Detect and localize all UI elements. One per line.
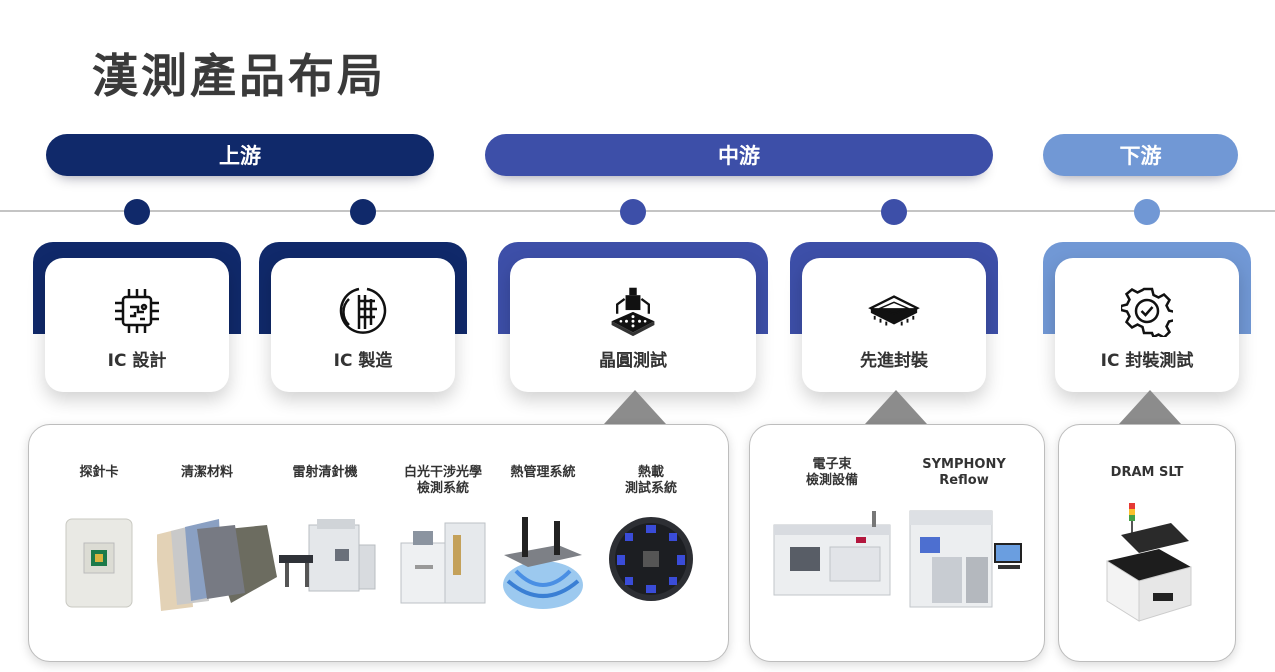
timeline-dot: [350, 199, 376, 225]
timeline-dot: [1134, 199, 1160, 225]
stage-downstream: 下游: [1043, 134, 1238, 176]
product-label: 熱管理系統: [510, 465, 576, 480]
laser-cleaner-image: [275, 515, 376, 603]
stage-midstream: 中游: [485, 134, 993, 176]
cleaning-material-image: [155, 515, 277, 615]
dram-slt-image: [1097, 503, 1197, 645]
pointer-triangle: [1119, 390, 1181, 424]
category-label: IC 設計: [107, 351, 167, 371]
product-white-light-system: 白光干涉光學檢測系統: [393, 465, 493, 609]
category-label: 先進封裝: [860, 351, 928, 371]
fab-icon: [336, 284, 390, 338]
product-label: 電子束檢測設備: [805, 457, 858, 488]
product-label: 雷射清針機: [292, 465, 358, 480]
category-label: 晶圓測試: [599, 351, 667, 371]
category-label: IC 封裝測試: [1100, 351, 1194, 371]
timeline-dot: [881, 199, 907, 225]
wafer-test-products-panel: 探針卡 清潔材料 雷射清針機: [28, 424, 729, 662]
white-light-system-image: [393, 515, 493, 609]
stage-upstream: 上游: [46, 134, 434, 176]
product-thermal-load: 熱載測試系統: [601, 465, 701, 607]
product-label: 清潔材料: [180, 465, 233, 480]
category-card-ic-fab: IC 製造: [259, 242, 467, 392]
category-card-wafer-test: 晶圓測試: [498, 242, 768, 392]
product-dram-slt: DRAM SLT: [1097, 465, 1197, 645]
timeline-dot: [124, 199, 150, 225]
package-chip-icon: [867, 284, 921, 338]
product-label: 熱載測試系統: [624, 465, 677, 496]
gear-check-icon: [1120, 284, 1174, 338]
ebeam-machine-image: [773, 507, 891, 607]
product-cleaning-material: 清潔材料: [155, 465, 277, 615]
product-laser-cleaner: 雷射清針機: [275, 465, 376, 603]
chip-icon: [110, 284, 164, 338]
product-probe-card: 探針卡: [49, 465, 149, 615]
product-ebeam-inspection: 電子束檢測設備: [773, 457, 891, 607]
category-label: IC 製造: [333, 351, 393, 371]
product-thermal-system: 熱管理系統: [493, 465, 593, 615]
pointer-triangle: [865, 390, 927, 424]
probe-card-image: [49, 515, 149, 615]
thermal-load-image: [601, 515, 701, 607]
product-label: DRAM SLT: [1110, 465, 1184, 480]
reflow-machine-image: [909, 507, 1022, 619]
product-label: 白光干涉光學檢測系統: [403, 465, 482, 496]
pointer-triangle: [604, 390, 666, 424]
category-card-ic-design: IC 設計: [33, 242, 241, 392]
timeline-dot: [620, 199, 646, 225]
category-card-ic-pkg-test: IC 封裝測試: [1043, 242, 1251, 392]
category-card-adv-packaging: 先進封裝: [790, 242, 998, 392]
thermal-system-image: [493, 515, 593, 615]
product-label: 探針卡: [79, 465, 119, 480]
ic-test-products-panel: DRAM SLT: [1058, 424, 1236, 662]
page-title: 漢測產品布局: [92, 49, 386, 103]
probe-station-icon: [606, 284, 660, 338]
